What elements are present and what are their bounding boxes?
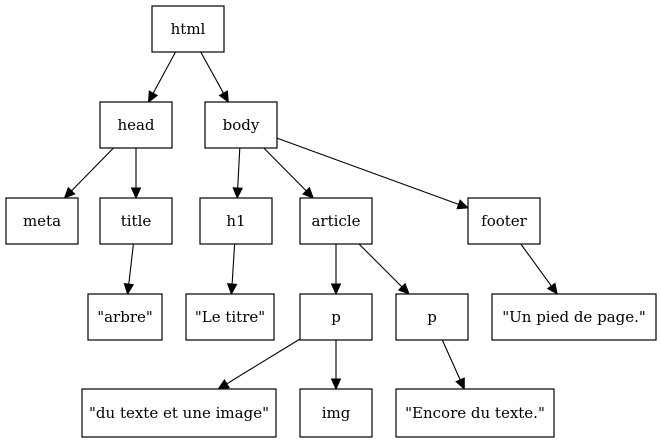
edge-footer-to-pied	[520, 243, 558, 295]
arrowhead	[397, 282, 410, 295]
node-box	[87, 293, 163, 341]
edge-p1-to-img	[330, 340, 342, 391]
node-head: head	[99, 101, 173, 149]
node-article: article	[299, 197, 373, 245]
arrowhead	[147, 90, 159, 104]
arrowhead	[232, 187, 243, 200]
node-box	[395, 388, 555, 438]
arrowhead	[217, 378, 230, 390]
edge-title-to-arbre	[123, 243, 135, 296]
edge-line	[231, 243, 236, 285]
node-box	[99, 197, 173, 245]
edge-article-to-p2	[358, 243, 410, 295]
node-arbre: "arbre"	[87, 293, 163, 341]
nodes-layer: html head body meta title h1 article footer "arb…	[5, 5, 657, 438]
edge-line	[226, 338, 301, 385]
edge-body-to-footer	[276, 137, 470, 210]
edge-line	[237, 147, 241, 189]
node-img: img	[299, 388, 373, 438]
edge-line	[128, 243, 134, 285]
node-label: img	[322, 404, 351, 422]
edge-line	[71, 147, 114, 192]
edge-body-to-h1	[232, 147, 243, 200]
arrowhead	[330, 283, 342, 296]
node-letitre: "Le titre"	[185, 293, 275, 341]
node-box	[395, 293, 469, 341]
node-p1: p	[299, 293, 373, 341]
arrowhead	[302, 186, 315, 199]
node-box	[151, 5, 225, 53]
node-box	[491, 293, 657, 341]
edge-line	[263, 147, 307, 192]
node-box	[299, 388, 373, 438]
arrowhead	[546, 282, 558, 295]
node-label: meta	[23, 212, 61, 230]
node-box	[199, 197, 273, 245]
node-label: p	[427, 308, 437, 326]
node-html: html	[151, 5, 225, 53]
node-pied: "Un pied de page."	[491, 293, 657, 341]
arrowhead	[123, 283, 135, 296]
node-texte: "du texte et une image"	[81, 388, 277, 438]
node-label: "du texte et une image"	[89, 404, 269, 422]
edge-body-to-article	[263, 147, 315, 199]
node-label: article	[311, 212, 360, 230]
arrowhead	[330, 378, 342, 391]
node-box	[185, 293, 275, 341]
node-box	[81, 388, 277, 438]
node-label: "Le titre"	[195, 308, 265, 326]
edge-h1-to-letitre	[226, 243, 238, 296]
edge-line	[358, 243, 403, 288]
edge-p2-to-encore	[441, 339, 465, 391]
arrowhead	[218, 90, 229, 104]
arrowhead	[226, 283, 238, 296]
arrowhead	[63, 186, 76, 199]
node-label: p	[331, 308, 341, 326]
node-p2: p	[395, 293, 469, 341]
node-title: title	[99, 197, 173, 245]
node-label: footer	[481, 212, 528, 230]
edge-line	[200, 51, 224, 94]
edge-line	[152, 51, 176, 94]
node-footer: footer	[467, 197, 541, 245]
edge-p1-to-texte	[217, 338, 301, 390]
edges-layer	[63, 51, 558, 391]
node-label: html	[171, 20, 206, 38]
edge-line	[276, 137, 459, 205]
node-label: h1	[226, 212, 245, 230]
node-meta: meta	[5, 197, 79, 245]
node-h1: h1	[199, 197, 273, 245]
arrowhead	[130, 187, 142, 200]
edge-head-to-title	[130, 148, 142, 200]
node-box	[99, 101, 173, 149]
node-box	[467, 197, 541, 245]
edge-head-to-meta	[63, 147, 114, 199]
edge-line	[441, 339, 461, 381]
node-box	[204, 101, 278, 149]
arrowhead	[456, 199, 470, 210]
edge-html-to-body	[200, 51, 229, 104]
node-body: body	[204, 101, 278, 149]
edge-html-to-head	[147, 51, 176, 104]
arrowhead	[455, 377, 465, 391]
node-label: head	[117, 116, 154, 134]
node-encore: "Encore du texte."	[395, 388, 555, 438]
node-box	[299, 293, 373, 341]
node-label: "arbre"	[97, 308, 153, 326]
node-box	[299, 197, 373, 245]
node-label: body	[223, 116, 260, 134]
edge-article-to-p1	[330, 244, 342, 296]
node-label: "Encore du texte."	[405, 404, 545, 422]
edge-line	[520, 243, 552, 287]
node-label: "Un pied de page."	[502, 308, 646, 326]
node-box	[5, 197, 79, 245]
node-label: title	[121, 212, 152, 230]
